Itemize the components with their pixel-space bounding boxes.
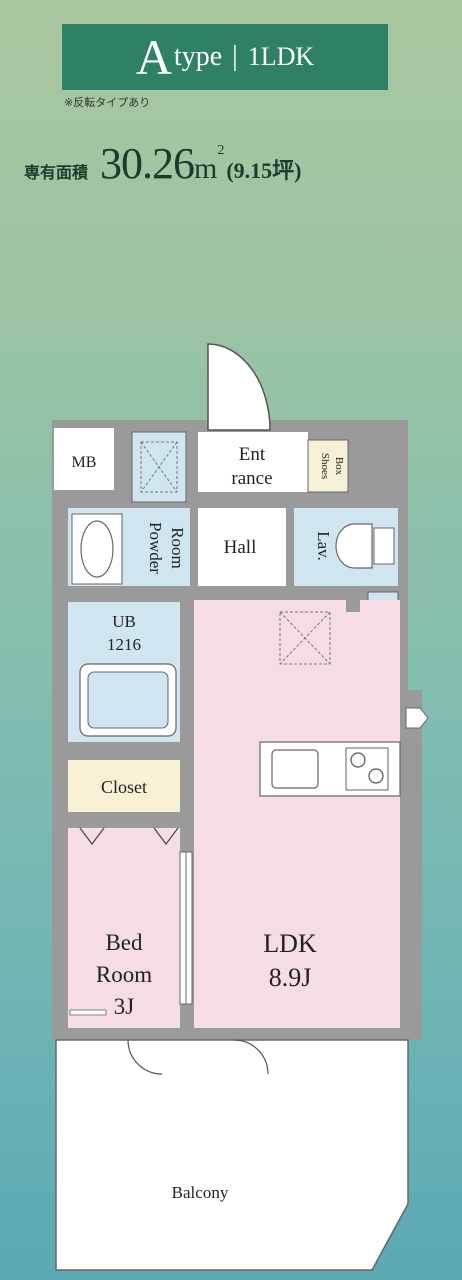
- powder-label-1: Powder: [146, 522, 165, 574]
- balcony-label: Balcony: [172, 1183, 229, 1202]
- shoes-label-2: Box: [333, 457, 345, 476]
- ub-label-2: 1216: [107, 635, 141, 654]
- ldk-label-1: LDK: [263, 929, 317, 958]
- fridge-space: [279, 611, 331, 665]
- bedroom: [68, 828, 180, 1028]
- area-unit: m: [194, 152, 218, 185]
- lav-label: Lav.: [314, 531, 333, 561]
- reverse-type-note: ※反転タイプあり: [64, 96, 151, 109]
- ps-cross-2: [140, 441, 178, 493]
- ub-label-1: UB: [112, 612, 136, 631]
- ldk-room: [194, 600, 400, 1028]
- hall-label: Hall: [224, 537, 257, 558]
- type-banner: A type | 1LDK: [62, 24, 388, 90]
- bathtub-inner: [87, 671, 169, 729]
- bed-label-3: 3J: [114, 994, 135, 1019]
- ldk-label-2: 8.9J: [269, 963, 312, 992]
- kitchen-sink: [271, 749, 319, 789]
- entrance-area: [198, 432, 308, 492]
- window-marker: [69, 1009, 107, 1016]
- layout-type: 1LDK: [247, 42, 315, 71]
- entrance-label-1: Ent: [239, 444, 266, 465]
- closet: [68, 760, 180, 812]
- closet-label: Closet: [101, 777, 147, 797]
- ldk-wall-notch: [346, 600, 360, 612]
- balcony-door-2: [233, 1039, 269, 1075]
- shoes-label-1: Shoes: [319, 453, 331, 479]
- area-unit-superscript: 2: [217, 143, 225, 158]
- area-tsubo: (9.15坪): [226, 158, 302, 183]
- vent-marker: [405, 707, 429, 729]
- ps-dashed-box: [140, 441, 178, 493]
- burner-1: [350, 752, 366, 768]
- fridge-cross-2: [279, 611, 331, 665]
- mb-label: MB: [72, 454, 97, 471]
- stove: [345, 747, 389, 791]
- entrance-label-2: rance: [231, 468, 272, 489]
- burner-2: [368, 768, 384, 784]
- type-suffix: type: [173, 41, 223, 72]
- powder-label-2: Room: [168, 527, 187, 569]
- floor-area: 専有面積 30.26 m 2 (9.15坪): [24, 138, 302, 189]
- area-value: 30.26: [100, 139, 195, 188]
- mb-room: [54, 428, 114, 490]
- toilet-bowl: [335, 523, 373, 569]
- shoes-box: [307, 439, 349, 493]
- area-label: 専有面積: [24, 163, 89, 182]
- balcony-door-1: [127, 1039, 163, 1075]
- hall-area: [198, 508, 286, 586]
- closet-door-marks: [79, 827, 179, 845]
- banner-separator: |: [232, 41, 238, 72]
- balcony: [55, 1039, 409, 1271]
- bed-label-2: Room: [96, 962, 152, 987]
- type-letter: A: [135, 29, 172, 85]
- washbasin-bowl: [80, 520, 114, 578]
- entrance-door: [207, 343, 271, 431]
- bed-label-1: Bed: [105, 930, 143, 955]
- toilet-tank: [373, 527, 395, 565]
